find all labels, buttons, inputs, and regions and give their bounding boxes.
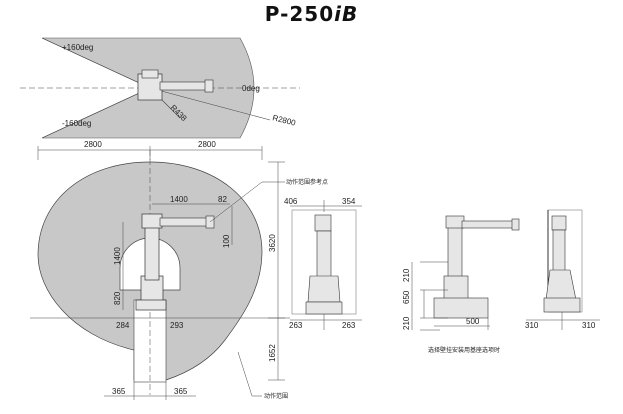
front-dim-top-right: 354 (342, 197, 356, 206)
wall-view: 210 650 210 500 选择壁挂安装用基座选项时 (402, 215, 520, 354)
dim-base-height: 820 (113, 291, 122, 305)
front-view-arm (316, 230, 332, 278)
dim-wrist-offset: 82 (218, 195, 227, 204)
wall-view-pedestal (433, 297, 489, 319)
wall-dim-650: 650 (402, 290, 411, 304)
wall-view-base (443, 275, 469, 301)
front-view-plate (305, 301, 343, 315)
top-view: +160deg 0deg -160deg R2800 R438 (20, 37, 300, 139)
wall-front-dim-right: 310 (582, 321, 596, 330)
front-dim-bottom-right: 263 (342, 321, 356, 330)
top-view-robot-motor (141, 69, 159, 79)
wall-view-forearm (461, 220, 515, 229)
wall-front-dim-left: 310 (525, 321, 539, 330)
angle-neg-label: -160deg (62, 119, 91, 128)
dim-rail-right: 365 (174, 387, 188, 396)
dim-base-left: 284 (116, 321, 130, 330)
robot-base-plate (135, 299, 167, 311)
dim-right-half: 2800 (198, 140, 216, 149)
model-name: P-250 (264, 2, 335, 26)
dim-below-floor: 1652 (268, 344, 277, 362)
side-view: 2800 2800 动作范围参考点 1400 82 100 1400 820 2… (30, 140, 328, 400)
reference-point-label: 动作范围参考点 (286, 178, 328, 186)
front-dim-top-left: 406 (284, 197, 298, 206)
robot-elbow (141, 213, 163, 229)
reference-point-leader (209, 181, 263, 223)
wall-view-elbow (445, 215, 465, 229)
front-view-base (307, 275, 341, 303)
front-view-wrist (314, 214, 332, 232)
wall-front-plate (543, 297, 581, 313)
dim-base-right: 293 (170, 321, 184, 330)
motion-range-leader (237, 351, 253, 397)
wall-mount-caption: 选择壁挂安装用基座选项时 (428, 346, 500, 354)
radius-outer-label: R2800 (272, 113, 298, 128)
motion-range-label: 动作范围 (264, 392, 288, 400)
top-view-robot-arm (159, 81, 209, 91)
dim-arm-reach: 1400 (170, 195, 188, 204)
wall-front-view: 310 310 (525, 209, 600, 330)
top-view-limit-neg (41, 87, 151, 139)
top-view-sector (41, 37, 255, 139)
angle-pos-label: +160deg (62, 43, 93, 52)
top-view-robot-body (137, 73, 163, 101)
wall-view-wrist (511, 218, 520, 231)
model-title: P-250iB (0, 2, 623, 26)
dim-rail-left: 365 (112, 387, 126, 396)
dim-wrist-drop: 100 (222, 234, 231, 248)
wall-dim-210-top: 210 (402, 268, 411, 282)
dim-total-height: 3620 (268, 234, 277, 252)
model-suffix: iB (334, 2, 359, 26)
top-view-robot-wrist (204, 79, 214, 93)
front-view: 406 354 263 263 (284, 197, 362, 330)
dim-upper-arm: 1400 (113, 247, 122, 265)
wall-dim-210-bottom: 210 (402, 316, 411, 330)
robot-forearm (159, 217, 209, 227)
angle-zero-label: 0deg (242, 84, 260, 93)
wall-dim-500: 500 (466, 317, 480, 326)
wall-front-base (545, 269, 577, 301)
front-dim-bottom-left: 263 (289, 321, 303, 330)
top-view-r2800-leader (149, 87, 271, 121)
dim-left-half: 2800 (84, 140, 102, 149)
robot-upper-arm (144, 221, 160, 281)
wall-front-wrist (551, 215, 567, 231)
top-view-limit-pos (41, 37, 151, 89)
wall-front-arm (552, 229, 566, 273)
